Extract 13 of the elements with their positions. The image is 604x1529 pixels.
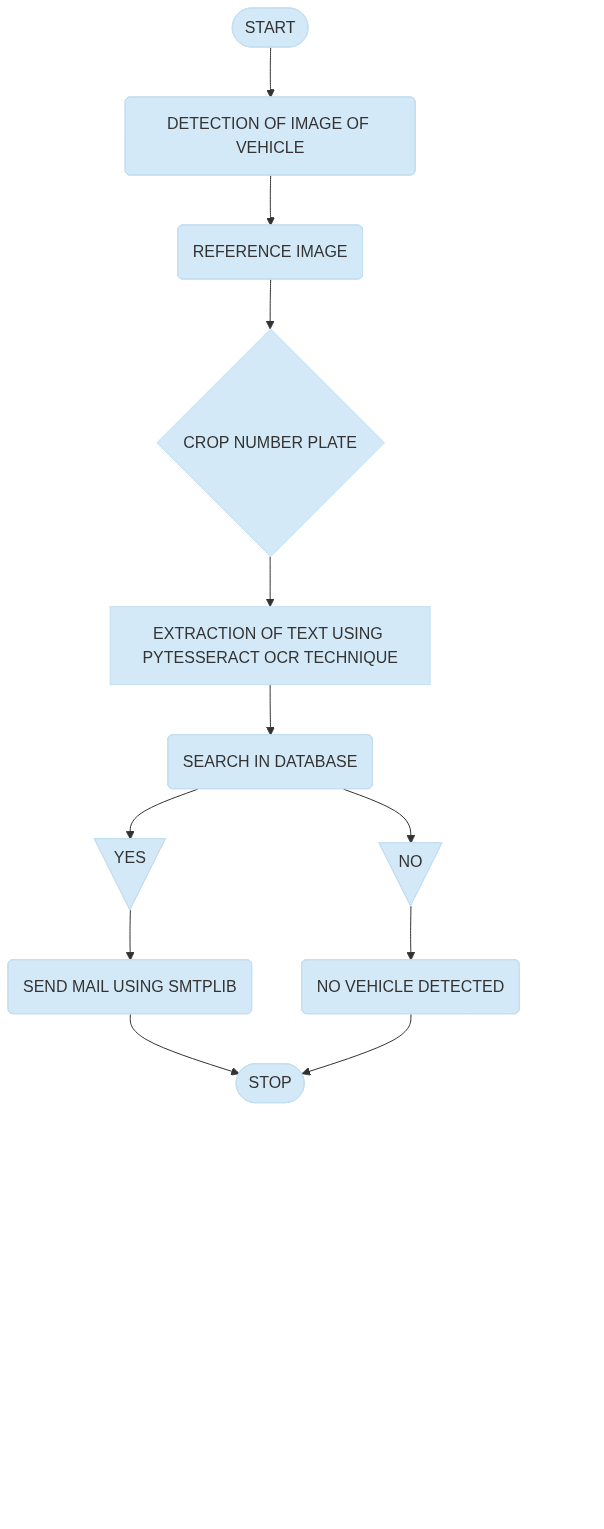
arrow — [265, 279, 275, 330]
node-diamond: CROP NUMBER PLATE — [156, 328, 385, 558]
node-box: EXTRACTION OF TEXT USING PYTESSERACT OCR TECHNIQUE — [109, 606, 431, 686]
arrow — [265, 556, 275, 608]
arrow — [129, 1013, 240, 1076]
arrow — [301, 1013, 412, 1076]
arrow — [266, 684, 275, 736]
arrow — [125, 788, 199, 840]
arrow — [406, 905, 416, 961]
arrow — [266, 47, 275, 98]
arrow — [266, 175, 275, 226]
arrow — [343, 788, 416, 844]
arrow — [125, 909, 135, 961]
